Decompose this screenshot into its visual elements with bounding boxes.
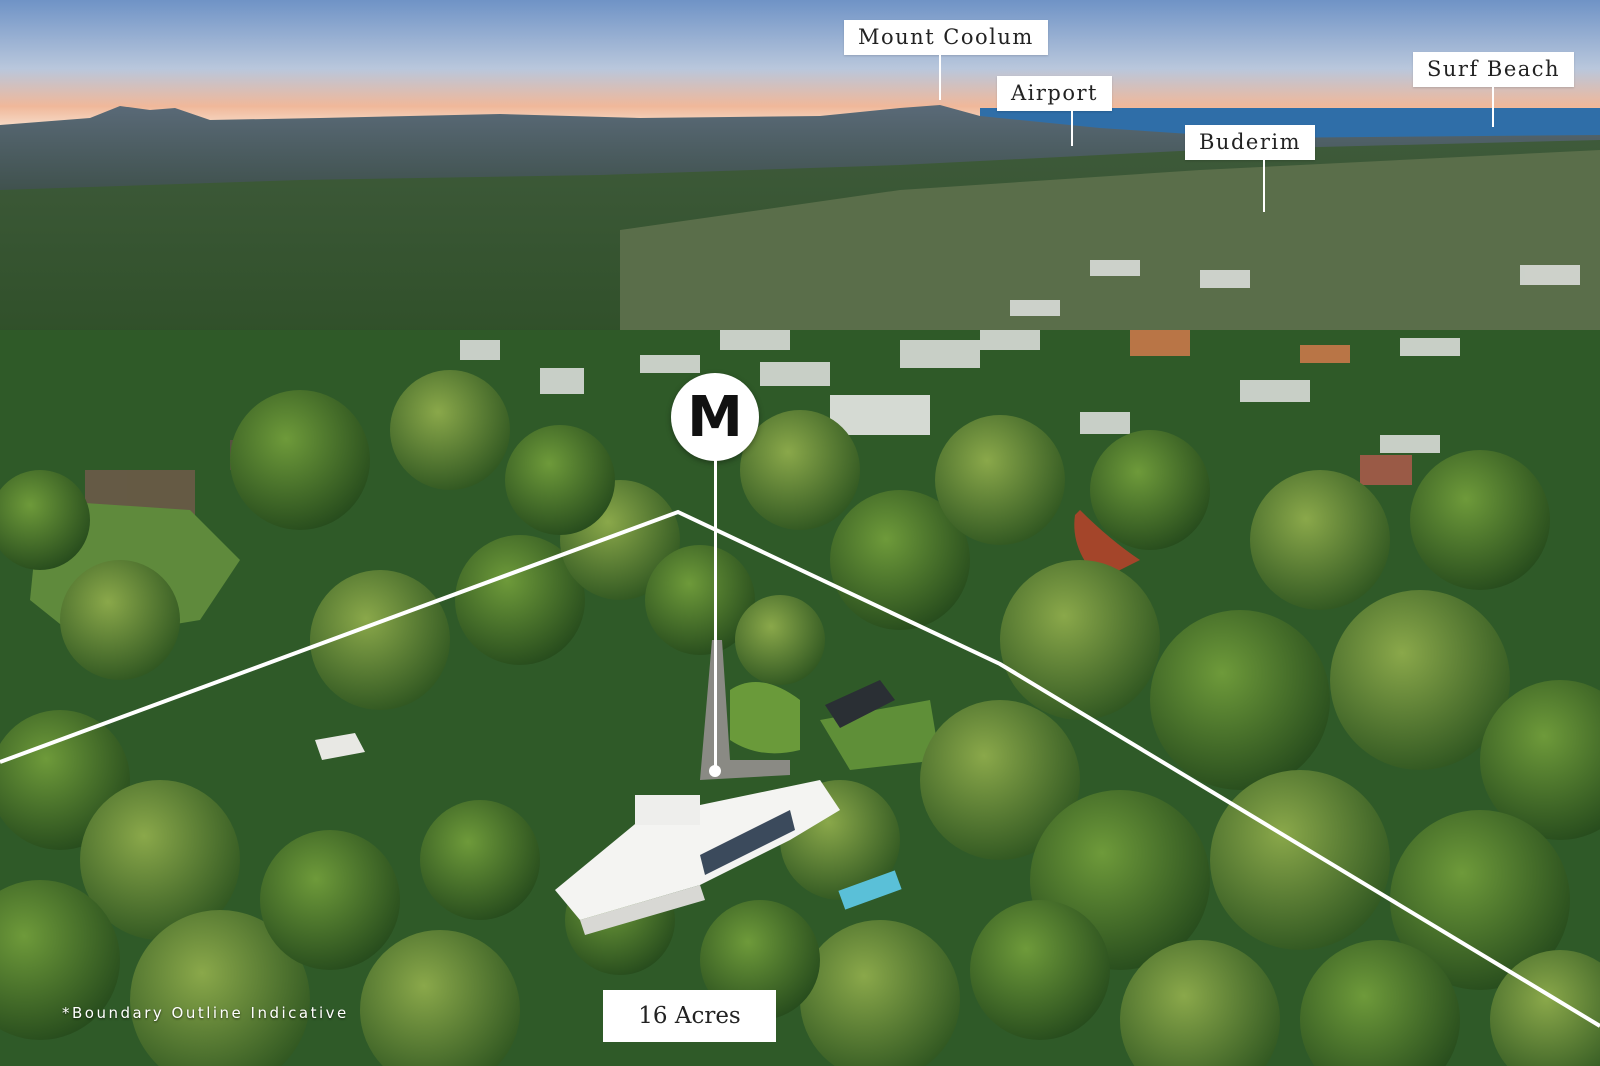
label-airport: Airport	[997, 76, 1112, 111]
location-pin-icon: M	[671, 373, 759, 461]
gazebo	[315, 733, 365, 760]
tree-canopy	[0, 370, 1600, 1066]
pin-airport	[1071, 111, 1073, 146]
shed	[825, 680, 895, 728]
main-house	[555, 780, 902, 935]
boundary-disclaimer: *Boundary Outline Indicative	[62, 1004, 349, 1022]
acreage-badge: 16 Acres	[603, 990, 776, 1042]
label-surf-beach: Surf Beach	[1413, 52, 1575, 87]
driveway	[700, 640, 790, 780]
label-mount-coolum: Mount Coolum	[844, 20, 1048, 55]
marker-dot	[709, 765, 721, 777]
marker-stem	[714, 460, 717, 770]
pin-buderim	[1263, 160, 1265, 212]
sky	[0, 0, 1600, 125]
lawn-center	[730, 682, 800, 754]
pin-mount-coolum	[939, 55, 941, 100]
pin-surf-beach	[1492, 87, 1494, 127]
label-buderim: Buderim	[1185, 125, 1315, 160]
